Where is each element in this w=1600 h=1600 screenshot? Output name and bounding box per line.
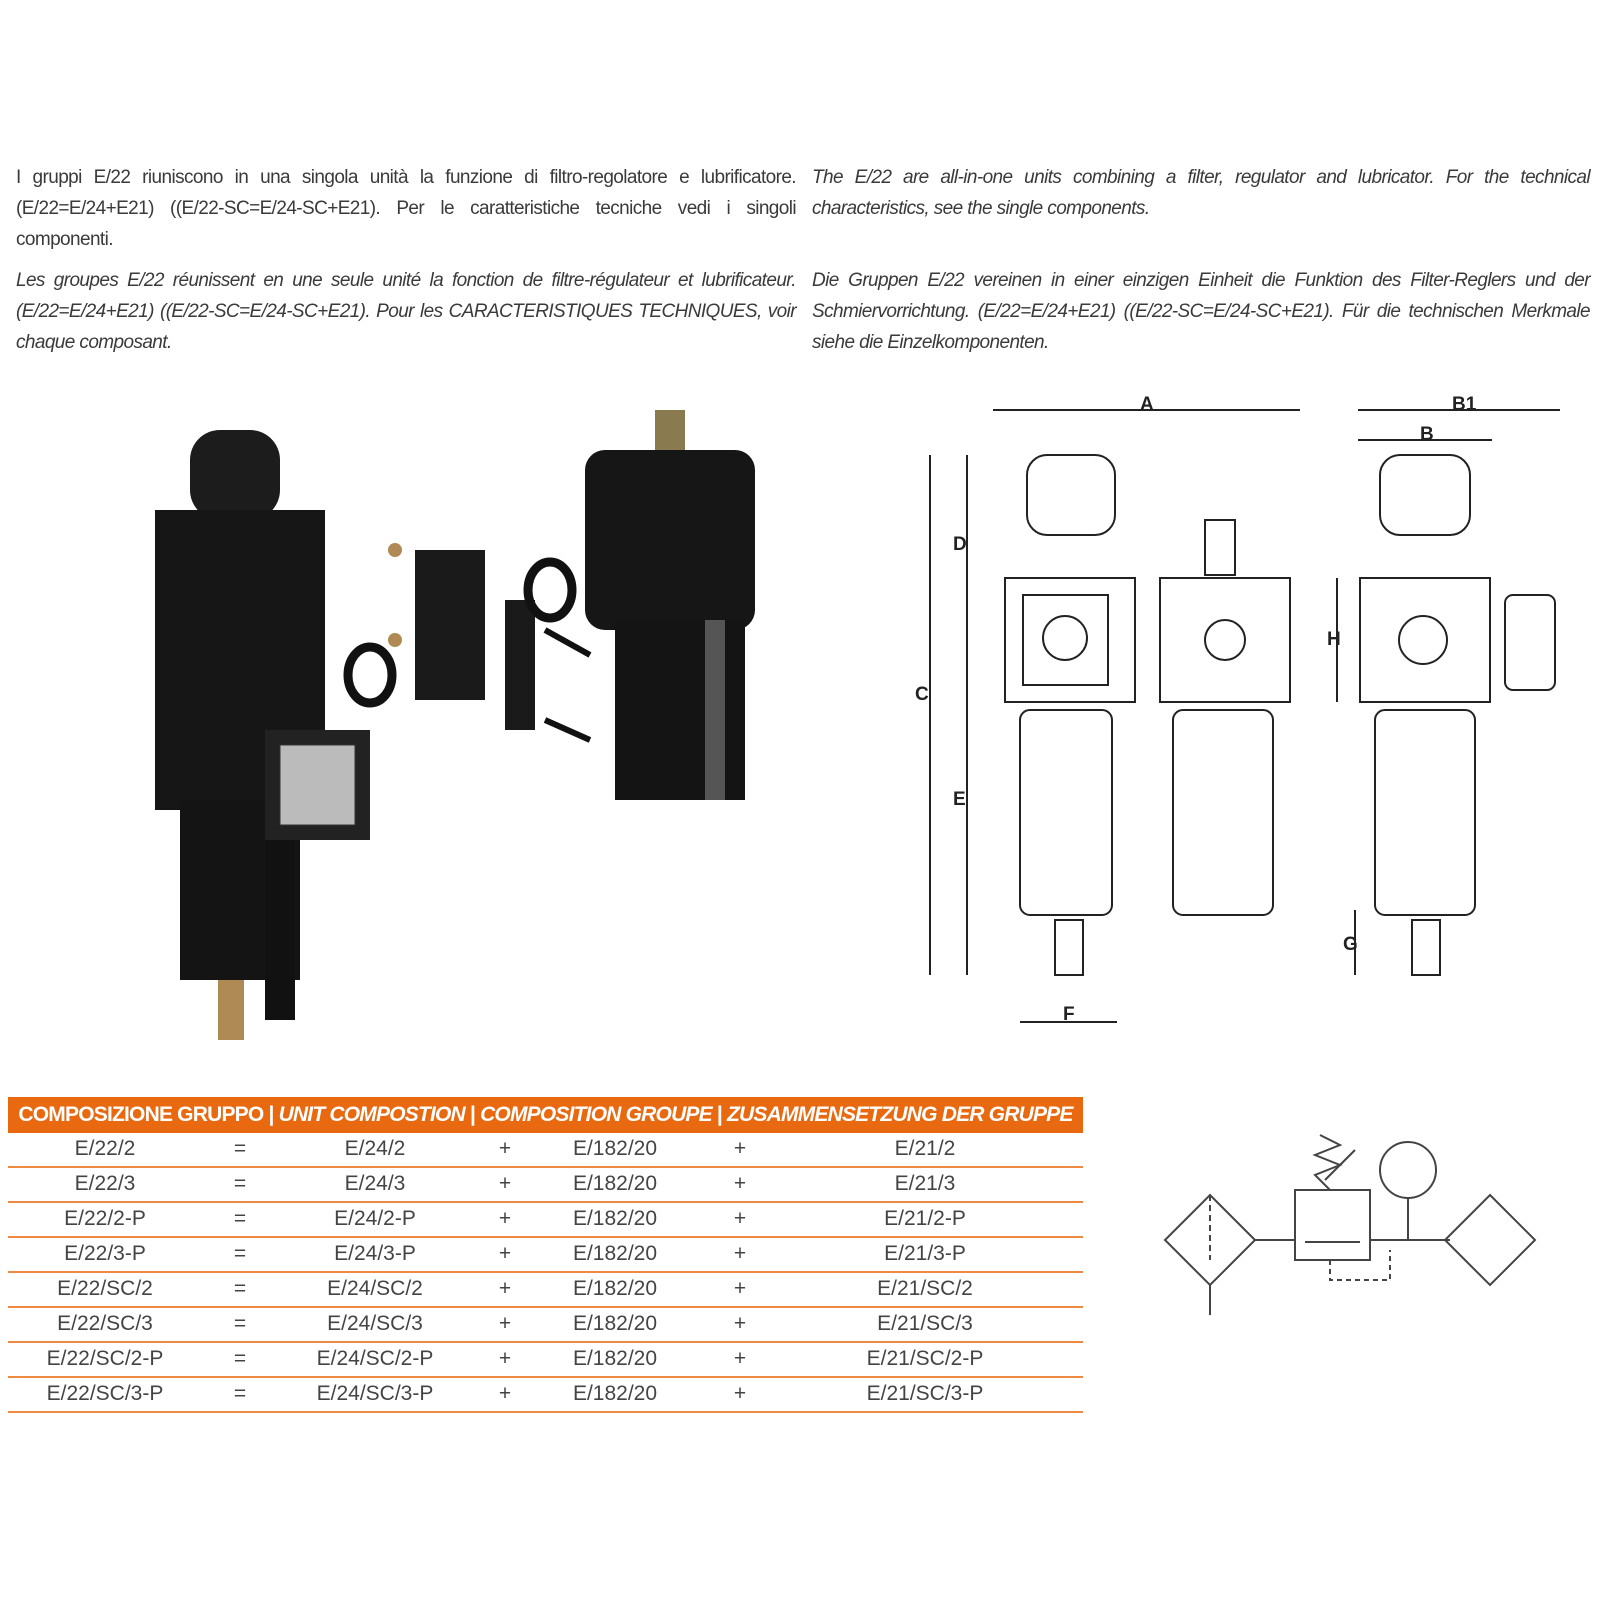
table-row: E/22/SC/2-P = E/24/SC/2-P + E/182/20 + E/21/SC… bbox=[8, 1343, 1083, 1378]
filter-regulator-code: E/24/2-P bbox=[334, 1207, 416, 1230]
filter-regulator-code: E/24/2 bbox=[344, 1137, 406, 1160]
table-row: E/22/SC/2 = E/24/SC/2 + E/182/20 + E/21/SC/2 bbox=[8, 1273, 1083, 1308]
plus-sign: + bbox=[733, 1172, 747, 1195]
plus-sign: + bbox=[733, 1137, 747, 1160]
plus-sign: + bbox=[498, 1347, 512, 1370]
filter-regulator-code: E/24/SC/3 bbox=[327, 1312, 423, 1335]
equals-sign: = bbox=[233, 1312, 247, 1335]
plus-sign: + bbox=[733, 1207, 747, 1230]
equals-sign: = bbox=[233, 1207, 247, 1230]
table-row: E/22/3-P = E/24/3-P + E/182/20 + E/21/3-P bbox=[8, 1238, 1083, 1273]
header-italian: COMPOSIZIONE GRUPPO bbox=[18, 1103, 264, 1126]
header-french: COMPOSITION GROUPE bbox=[480, 1103, 713, 1126]
connection-kit-code: E/182/20 bbox=[572, 1172, 658, 1195]
group-code: E/22/2 bbox=[74, 1137, 136, 1160]
group-code: E/22/SC/3-P bbox=[46, 1382, 164, 1405]
description-italian: I gruppi E/22 riuniscono in una singola … bbox=[16, 167, 797, 250]
plus-sign: + bbox=[733, 1242, 747, 1265]
plus-sign: + bbox=[498, 1242, 512, 1265]
equals-sign: = bbox=[233, 1242, 247, 1265]
group-code: E/22/SC/2 bbox=[57, 1277, 153, 1300]
lubricator-code: E/21/2 bbox=[894, 1137, 956, 1160]
header-separator: | bbox=[263, 1103, 279, 1126]
header-german: ZUSAMMENSETZUNG DER GRUPPE bbox=[727, 1103, 1073, 1126]
filter-regulator-unit bbox=[155, 430, 370, 1040]
dim-label-d: D bbox=[953, 534, 967, 555]
dim-label-f: F bbox=[1063, 1004, 1075, 1025]
description-german: Die Gruppen E/22 vereinen in einer einzi… bbox=[812, 270, 1591, 353]
exploded-product-illustration bbox=[155, 410, 755, 1040]
filter-regulator-code: E/24/SC/2-P bbox=[316, 1347, 434, 1370]
connection-kit-code: E/182/20 bbox=[572, 1312, 658, 1335]
plus-sign: + bbox=[498, 1137, 512, 1160]
plus-sign: + bbox=[498, 1312, 512, 1335]
lubricator-code: E/21/2-P bbox=[884, 1207, 966, 1230]
connection-kit-code: E/182/20 bbox=[572, 1277, 658, 1300]
lubricator-unit bbox=[585, 410, 755, 800]
equals-sign: = bbox=[233, 1277, 247, 1300]
plus-sign: + bbox=[498, 1207, 512, 1230]
table-row: E/22/2-P = E/24/2-P + E/182/20 + E/21/2-P bbox=[8, 1203, 1083, 1238]
lubricator-front bbox=[1159, 519, 1291, 916]
table-header: COMPOSIZIONE GRUPPO | UNIT COMPOSTION | … bbox=[8, 1097, 1083, 1133]
equals-sign: = bbox=[233, 1172, 247, 1195]
lubricator-code: E/21/3-P bbox=[884, 1242, 966, 1265]
unit-composition-table: COMPOSIZIONE GRUPPO | UNIT COMPOSTION | … bbox=[8, 1097, 1083, 1413]
table-row: E/22/SC/3-P = E/24/SC/3-P + E/182/20 + E/21/SC… bbox=[8, 1378, 1083, 1413]
filter-regulator-code: E/24/3 bbox=[344, 1172, 406, 1195]
dim-label-g: G bbox=[1343, 934, 1358, 955]
plus-sign: + bbox=[733, 1312, 747, 1335]
group-code: E/22/SC/3 bbox=[57, 1312, 153, 1335]
lubricator-code: E/21/3 bbox=[894, 1172, 956, 1195]
pneumatic-symbol bbox=[1163, 1134, 1537, 1315]
table-row: E/22/3 = E/24/3 + E/182/20 + E/21/3 bbox=[8, 1168, 1083, 1203]
lubricator-code: E/21/SC/3 bbox=[877, 1312, 973, 1335]
filter-regulator-code: E/24/SC/3-P bbox=[316, 1382, 434, 1405]
filter-regulator-code: E/24/3-P bbox=[334, 1242, 416, 1265]
filter-regulator-front bbox=[1004, 454, 1136, 976]
equals-sign: = bbox=[233, 1382, 247, 1405]
lubricator-code: E/21/SC/2-P bbox=[866, 1347, 984, 1370]
filter-regulator-code: E/24/SC/2 bbox=[327, 1277, 423, 1300]
dim-label-h: H bbox=[1327, 629, 1341, 650]
dimension-drawing: A B1 B D C H E G F bbox=[915, 394, 1560, 1025]
header-english: UNIT COMPOSTION bbox=[278, 1103, 466, 1126]
table-row: E/22/2 = E/24/2 + E/182/20 + E/21/2 bbox=[8, 1133, 1083, 1168]
group-code: E/22/SC/2-P bbox=[46, 1347, 164, 1370]
side-view bbox=[1359, 454, 1556, 976]
lubricator-code: E/21/SC/3-P bbox=[866, 1382, 984, 1405]
connection-kit bbox=[343, 543, 592, 743]
equals-sign: = bbox=[233, 1347, 247, 1370]
connection-kit-code: E/182/20 bbox=[572, 1382, 658, 1405]
connection-kit-code: E/182/20 bbox=[572, 1347, 658, 1370]
connection-kit-code: E/182/20 bbox=[572, 1242, 658, 1265]
group-code: E/22/2-P bbox=[64, 1207, 146, 1230]
plus-sign: + bbox=[733, 1277, 747, 1300]
plus-sign: + bbox=[498, 1382, 512, 1405]
connection-kit-code: E/182/20 bbox=[572, 1207, 658, 1230]
plus-sign: + bbox=[498, 1277, 512, 1300]
header-separator: | bbox=[464, 1103, 481, 1126]
dim-label-c: C bbox=[915, 684, 929, 705]
equals-sign: = bbox=[233, 1137, 247, 1160]
plus-sign: + bbox=[733, 1347, 747, 1370]
dim-label-e: E bbox=[953, 789, 966, 810]
group-code: E/22/3-P bbox=[64, 1242, 146, 1265]
description-english: The E/22 are all-in-one units combining … bbox=[812, 167, 1591, 219]
table-row: E/22/SC/3 = E/24/SC/3 + E/182/20 + E/21/SC/3 bbox=[8, 1308, 1083, 1343]
plus-sign: + bbox=[498, 1172, 512, 1195]
dim-label-b1: B1 bbox=[1452, 394, 1477, 415]
lubricator-code: E/21/SC/2 bbox=[877, 1277, 973, 1300]
plus-sign: + bbox=[733, 1382, 747, 1405]
dim-label-a: A bbox=[1140, 394, 1154, 415]
connection-kit-code: E/182/20 bbox=[572, 1137, 658, 1160]
group-code: E/22/3 bbox=[74, 1172, 136, 1195]
dim-label-b: B bbox=[1420, 424, 1434, 445]
description-french: Les groupes E/22 réunissent en une seule… bbox=[16, 270, 797, 353]
header-separator: | bbox=[711, 1103, 728, 1126]
